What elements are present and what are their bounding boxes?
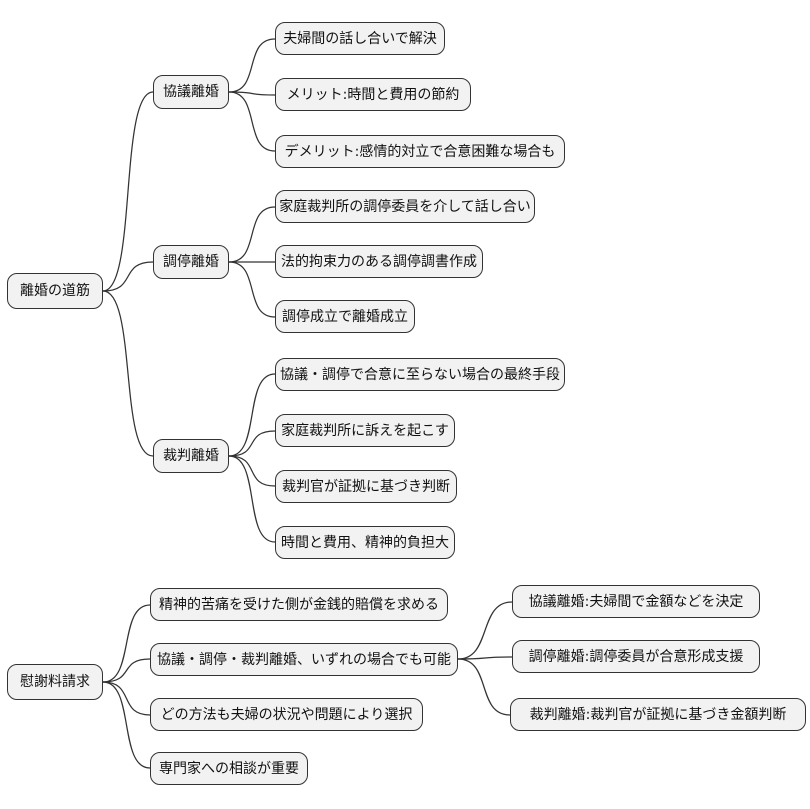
edge-connector bbox=[228, 261, 276, 318]
leaf-node: 協議・調停で合意に至らない場合の最終手段 bbox=[275, 358, 565, 391]
leaf-node: 調停離婚:調停委員が合意形成支援 bbox=[512, 640, 760, 673]
edge-connector bbox=[228, 206, 276, 263]
leaf-node: 裁判官が証拠に基づき判断 bbox=[275, 470, 457, 503]
leaf-node: 精神的苦痛を受けた側が金銭的賠償を求める bbox=[150, 588, 448, 621]
edge-connector bbox=[102, 681, 151, 716]
edge-connector bbox=[102, 681, 151, 769]
leaf-node: 調停成立で離婚成立 bbox=[275, 300, 415, 333]
edge-connector bbox=[102, 261, 154, 292]
leaf-node: 時間と費用、精神的負担大 bbox=[275, 526, 455, 559]
leaf-node: どの方法も夫婦の状況や問題により選択 bbox=[150, 698, 423, 731]
edge-connector bbox=[228, 455, 276, 543]
edge-connector bbox=[228, 38, 276, 93]
leaf-node: 協議離婚:夫婦間で金額などを決定 bbox=[512, 585, 760, 618]
edge-connector bbox=[228, 91, 276, 96]
root-divorce-paths: 離婚の道筋 bbox=[7, 273, 103, 309]
branch-divorce-by-agreement: 協議離婚 bbox=[153, 75, 229, 109]
leaf-node: 家庭裁判所に訴えを起こす bbox=[275, 414, 455, 447]
edge-connector bbox=[228, 455, 276, 487]
leaf-node: 専門家への相談が重要 bbox=[150, 752, 308, 785]
edge-connector bbox=[457, 656, 513, 660]
leaf-node: 家庭裁判所の調停委員を介して話し合い bbox=[275, 190, 535, 223]
root-consolation-money-claim: 慰謝料請求 bbox=[7, 664, 103, 700]
edge-connector bbox=[457, 601, 513, 660]
edge-connector bbox=[102, 604, 151, 683]
edge-connector bbox=[102, 91, 154, 292]
edge-connector bbox=[102, 290, 154, 457]
edge-connector bbox=[102, 658, 151, 683]
branch-claim-possible-in-all-cases: 協議・調停・裁判離婚、いずれの場合でも可能 bbox=[150, 643, 458, 676]
leaf-node: 夫婦間の話し合いで解決 bbox=[275, 22, 445, 55]
branch-divorce-by-mediation: 調停離婚 bbox=[153, 245, 229, 279]
leaf-node: デメリット:感情的対立で合意困難な場合も bbox=[275, 135, 565, 168]
edge-connector bbox=[228, 430, 276, 457]
edge-connector bbox=[457, 658, 511, 716]
leaf-node: 法的拘束力のある調停調書作成 bbox=[275, 245, 483, 278]
branch-divorce-by-litigation: 裁判離婚 bbox=[153, 439, 229, 473]
edge-connector bbox=[228, 373, 276, 457]
edge-connector bbox=[228, 91, 276, 152]
leaf-node: 裁判離婚:裁判官が証拠に基づき金額判断 bbox=[510, 698, 806, 731]
leaf-node: メリット:時間と費用の節約 bbox=[275, 78, 471, 111]
